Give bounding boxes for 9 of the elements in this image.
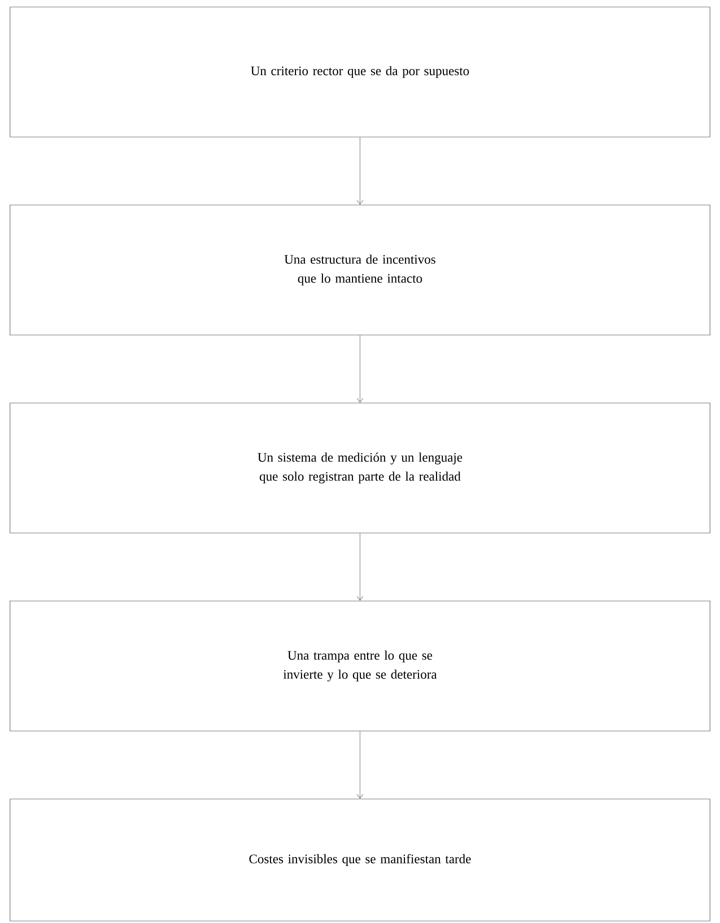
- arrow: [356, 137, 364, 205]
- process-box: Un sistema de medición y un lenguaje que solo registran parte de la realidad: [10, 402, 710, 534]
- process-box: Costes invisibles que se manifiestan tarde: [10, 798, 710, 922]
- arrow: [356, 335, 364, 403]
- process-box: Una trampa entre lo que se invierte y lo que se deteriora: [10, 600, 710, 732]
- arrow: [356, 533, 364, 601]
- arrow: [356, 731, 364, 799]
- process-box: Un criterio rector que se da por supuesto: [10, 6, 710, 138]
- process-box: Una estructura de incentivos que lo mantiene intacto: [10, 204, 710, 336]
